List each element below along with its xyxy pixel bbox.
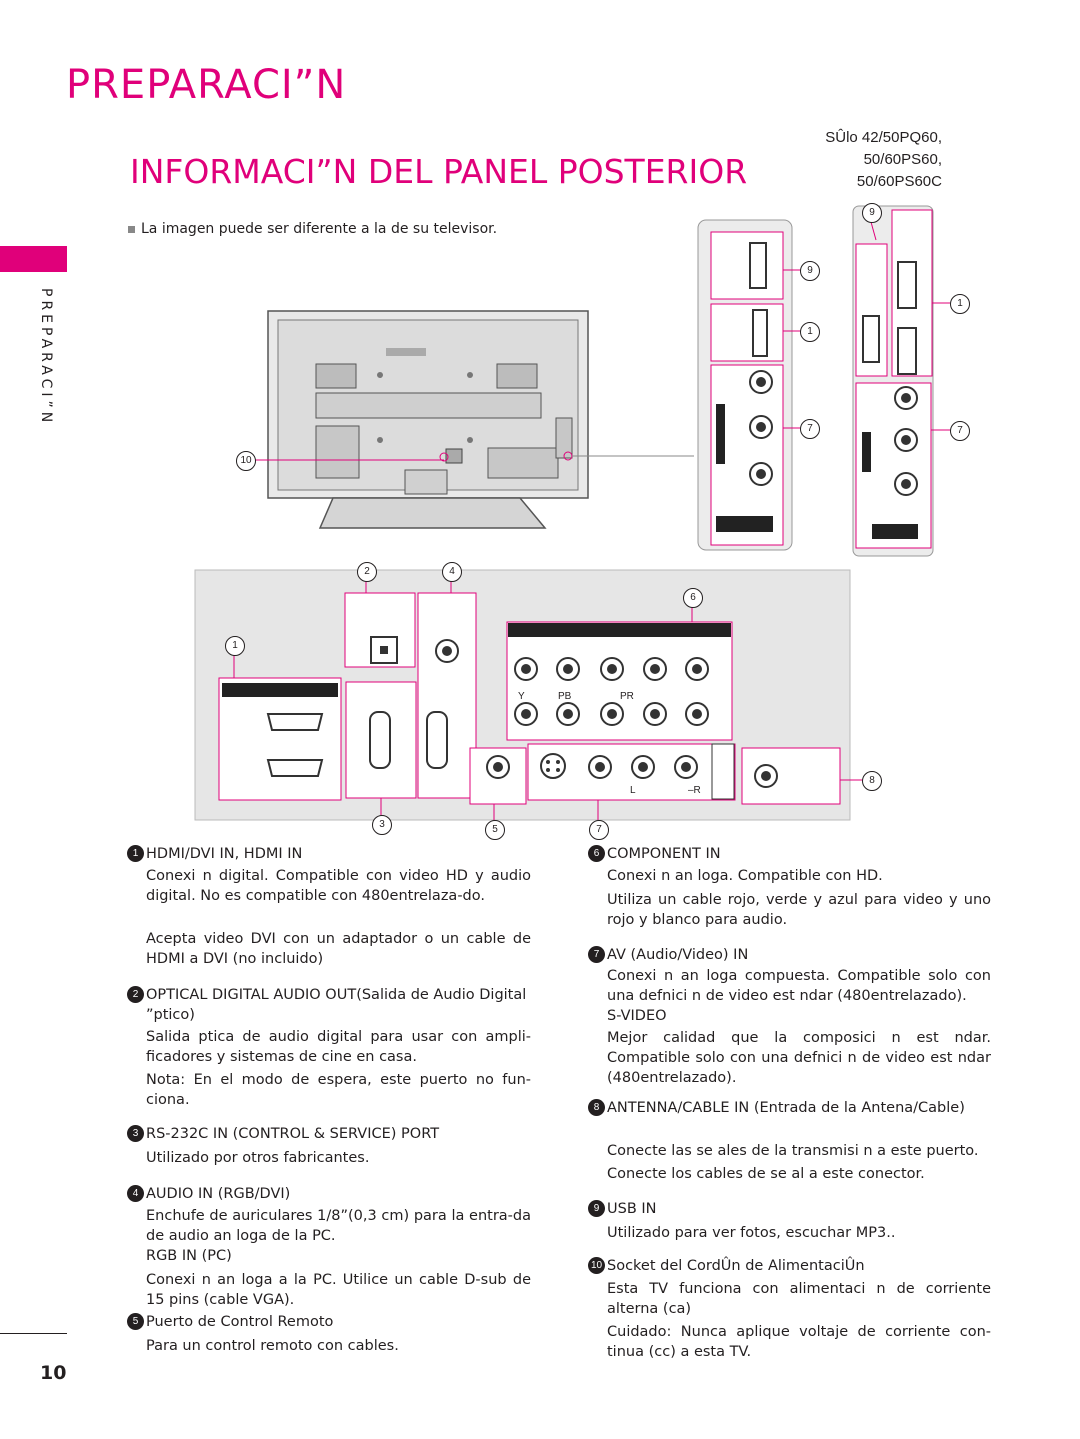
item-6-title: COMPONENT IN <box>607 846 721 862</box>
model-line-3: 50/60PS60C <box>856 173 942 190</box>
item-2-text-1: Salida ptica de audio digital para usar … <box>146 1029 531 1065</box>
item-2-number: 2 <box>127 986 144 1003</box>
item-3-title: RS-232C IN (CONTROL & SERVICE) PORT <box>146 1126 440 1142</box>
callout-9a: 9 <box>800 261 820 281</box>
component-jacks <box>514 657 709 726</box>
item-5-text-1: Para un control remoto con cables. <box>146 1338 399 1354</box>
item-8-text-2: Conecte los cables de se al a este conec… <box>607 1166 925 1182</box>
callout-9b: 9 <box>862 203 882 223</box>
callout-10: 10 <box>236 451 256 471</box>
model-list: SÛlo 42/50PQ60, 50/60PS60, 50/60PS60C <box>825 127 942 193</box>
item-2-title: OPTICAL DIGITAL AUDIO OUT(Salida de Audi… <box>146 987 527 1023</box>
item-4-text-2: Conexi n an loga a la PC. Utilice un cab… <box>146 1272 531 1308</box>
jack-label-r: –R <box>688 785 701 796</box>
side-panel-b <box>852 205 934 557</box>
item-7-text-2: Mejor calidad que la composici n est nda… <box>607 1030 991 1086</box>
callout-2: 2 <box>357 562 377 582</box>
tv-back-illustration <box>267 310 589 529</box>
item-5-title: Puerto de Control Remoto <box>146 1314 334 1330</box>
item-7-text-1: Conexi n an loga compuesta. Compatible s… <box>607 968 991 1004</box>
item-6-text-2: Utiliza un cable rojo, verde y azul para… <box>607 892 991 928</box>
item-9-title: USB IN <box>607 1201 657 1217</box>
item-10-title: Socket del CordÛn de AlimentaciÛn <box>607 1258 865 1274</box>
model-line-2: 50/60PS60, <box>863 151 942 168</box>
item-10-text-1: Esta TV funciona con alimentaci n de cor… <box>607 1281 991 1317</box>
page-number: 10 <box>40 1362 67 1384</box>
bullet-square-icon <box>128 225 135 233</box>
callout-8: 8 <box>862 771 882 791</box>
item-8-number: 8 <box>588 1099 605 1116</box>
item-7-subheading: S-VIDEO <box>607 1008 667 1024</box>
item-1-number: 1 <box>127 845 144 862</box>
item-3-text-1: Utilizado por otros fabricantes. <box>146 1150 370 1166</box>
item-4-number: 4 <box>127 1185 144 1202</box>
model-line-1: SÛlo 42/50PQ60, <box>825 129 942 146</box>
av-jacks <box>540 753 698 779</box>
callout-5: 5 <box>485 820 505 840</box>
jack-label-pr: PR <box>620 691 634 702</box>
item-9-text-1: Utilizado para ver fotos, escuchar MP3.. <box>607 1225 896 1241</box>
callout-4: 4 <box>442 562 462 582</box>
item-4-title: AUDIO IN (RGB/DVI) <box>146 1186 291 1202</box>
item-8-title: ANTENNA/CABLE IN (Entrada de la Antena/C… <box>607 1100 965 1116</box>
item-7-title: AV (Audio/Video) IN <box>607 947 749 963</box>
item-6-text-1: Conexi n an loga. Compatible con HD. <box>607 868 883 884</box>
side-tab-label: PREPARACI”N <box>38 288 54 427</box>
item-4-subheading: RGB IN (PC) <box>146 1248 232 1264</box>
section-title: PREPARACI”N <box>66 62 347 108</box>
callout-6: 6 <box>683 588 703 608</box>
item-9-number: 9 <box>588 1200 605 1217</box>
section-tab-marker <box>0 246 67 272</box>
item-1-text-2: Acepta video DVI con un adaptador o un c… <box>146 931 531 967</box>
image-note-text: La imagen puede ser diferente a la de su… <box>141 221 498 237</box>
footer-rule <box>0 1333 67 1334</box>
page-heading: INFORMACI”N DEL PANEL POSTERIOR <box>130 152 748 191</box>
callout-7b: 7 <box>950 421 970 441</box>
item-1-text-1: Conexi n digital. Compatible con video H… <box>146 868 531 904</box>
callout-1b: 1 <box>950 294 970 314</box>
rear-panel-diagram: Y PB PR L –R <box>194 205 950 821</box>
item-2-text-2: Nota: En el modo de espera, este puerto … <box>146 1072 531 1108</box>
item-7-number: 7 <box>588 946 605 963</box>
callout-1a: 1 <box>800 322 820 342</box>
item-10-number: 10 <box>588 1257 605 1274</box>
item-8-text-1: Conecte las se ales de la transmisi n a … <box>607 1143 979 1159</box>
jack-label-pb: PB <box>558 691 572 702</box>
item-10-text-2: Cuidado: Nunca aplique voltaje de corrie… <box>607 1324 991 1360</box>
item-5-number: 5 <box>127 1313 144 1330</box>
item-3-number: 3 <box>127 1125 144 1142</box>
jack-label-l: L <box>630 785 636 796</box>
jack-label-y: Y <box>518 691 525 702</box>
image-note: La imagen puede ser diferente a la de su… <box>128 221 497 237</box>
callout-3: 3 <box>372 815 392 835</box>
callout-7c: 7 <box>589 820 609 840</box>
callout-7a: 7 <box>800 419 820 439</box>
item-6-number: 6 <box>588 845 605 862</box>
item-1-title: HDMI/DVI IN, HDMI IN <box>146 846 303 862</box>
side-panel-a <box>697 219 793 551</box>
callout-1c: 1 <box>225 636 245 656</box>
item-4-text-1: Enchufe de auriculares 1/8”(0,3 cm) para… <box>146 1208 531 1244</box>
